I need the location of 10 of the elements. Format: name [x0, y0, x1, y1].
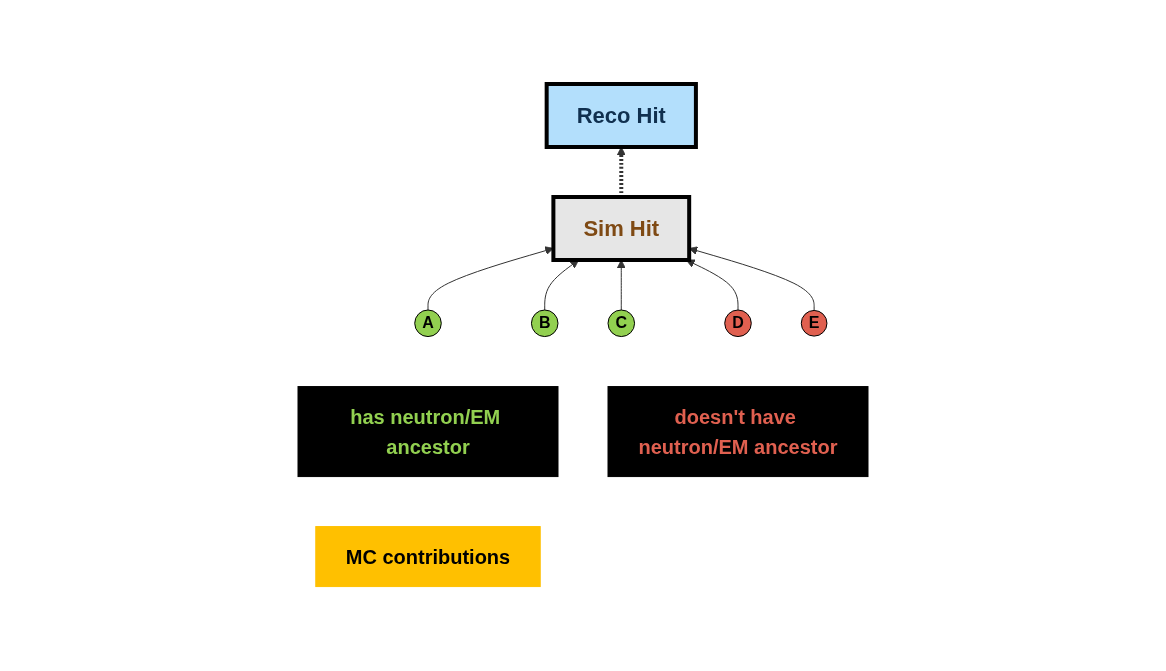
node-circle: A [414, 309, 442, 338]
node-box: has neutron/EM ancestor [297, 386, 559, 478]
node-box: Reco Hit [544, 82, 698, 150]
node-box: doesn't have neutron/EM ancestor [607, 386, 869, 478]
node-box: Sim Hit [551, 195, 692, 263]
node-circle: D [724, 309, 752, 338]
node-circle: E [800, 310, 828, 337]
node-circle: B [530, 309, 559, 338]
node-circle: C [607, 309, 636, 338]
node-box: MC contributions [315, 526, 541, 588]
